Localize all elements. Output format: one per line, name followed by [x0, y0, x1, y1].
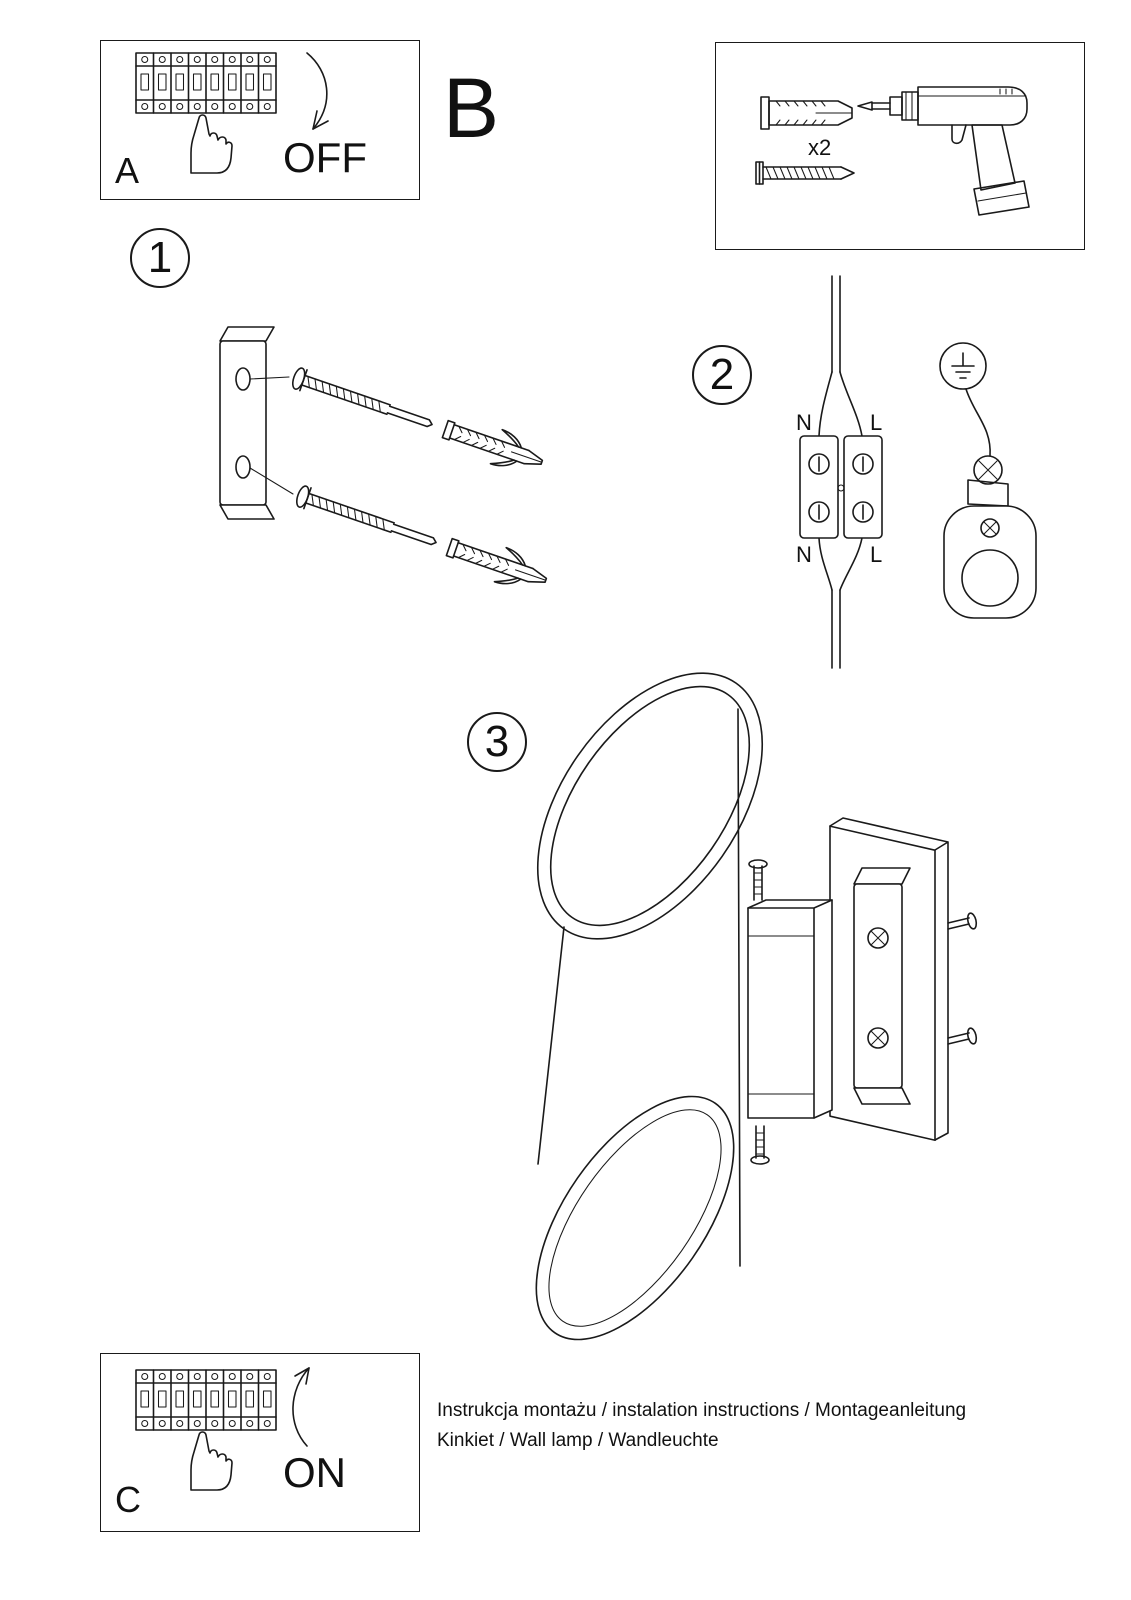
wall-screw-bottom-icon	[947, 1027, 978, 1045]
panel-b-drawing	[755, 86, 1030, 216]
step-2-drawing: N L N L	[796, 275, 1037, 669]
panel-a-state: OFF	[283, 134, 367, 181]
panel-a: OFF A	[100, 40, 420, 200]
panel-a-label: A	[115, 150, 140, 191]
earth-symbol-icon	[939, 342, 987, 390]
alignment-lines	[249, 376, 294, 495]
section-b-letter: B	[443, 61, 500, 155]
screw-and-anchor-bottom	[291, 477, 553, 599]
panel-c-drawing	[135, 1367, 310, 1491]
mains-wire-icon	[818, 275, 863, 669]
step-2-number: 2	[709, 350, 735, 399]
step-3-drawing	[535, 672, 978, 1341]
screw-and-anchor-top	[287, 359, 549, 481]
step-3-badge: 3	[467, 712, 527, 772]
on-arrow-icon	[292, 1367, 310, 1447]
panel-c-state: ON	[283, 1449, 346, 1496]
circuit-breaker-icon	[135, 52, 277, 114]
earth-wire	[965, 388, 991, 457]
wall-bracket-icon	[853, 867, 911, 1105]
step-1-badge: 1	[130, 228, 190, 288]
panel-c: ON C	[100, 1353, 420, 1532]
lamp-mount-box-icon	[747, 899, 833, 1119]
step-2-badge: 2	[692, 345, 752, 405]
off-arrow-icon	[306, 52, 329, 130]
terminal-block-icon	[799, 435, 883, 539]
lamp-connector-icon	[943, 455, 1037, 619]
drill-icon	[857, 86, 1030, 216]
step-1-drawing	[219, 326, 553, 599]
pointing-hand-icon	[190, 1431, 233, 1491]
panel-a-drawing	[135, 52, 329, 174]
step-3-number: 3	[484, 717, 510, 766]
wall-screw-top-icon	[947, 912, 978, 930]
panel-b: x2	[715, 42, 1085, 250]
lamp-body-icon	[535, 672, 764, 1341]
screw-icon	[755, 161, 855, 185]
circuit-breaker-icon	[135, 1369, 277, 1431]
mount-screw-top-icon	[748, 859, 768, 901]
panel-c-label: C	[115, 1479, 141, 1520]
mount-screw-bottom-icon	[750, 1125, 770, 1165]
pointing-hand-icon	[190, 114, 233, 174]
footer-caption: Instrukcja montażu / instalation instruc…	[437, 1396, 966, 1456]
footer-line-2: Kinkiet / Wall lamp / Wandleuchte	[437, 1430, 719, 1451]
wire-label-l-top: L	[870, 410, 882, 435]
wire-label-n-top: N	[796, 410, 812, 435]
wall-plug-icon	[760, 96, 853, 130]
plug-count-label: x2	[808, 135, 832, 160]
mounting-bracket-icon	[219, 326, 275, 520]
wire-label-n-bottom: N	[796, 542, 812, 567]
step-1-number: 1	[147, 233, 173, 282]
footer-line-1: Instrukcja montażu / instalation instruc…	[437, 1400, 967, 1421]
wire-label-l-bottom: L	[870, 542, 882, 567]
